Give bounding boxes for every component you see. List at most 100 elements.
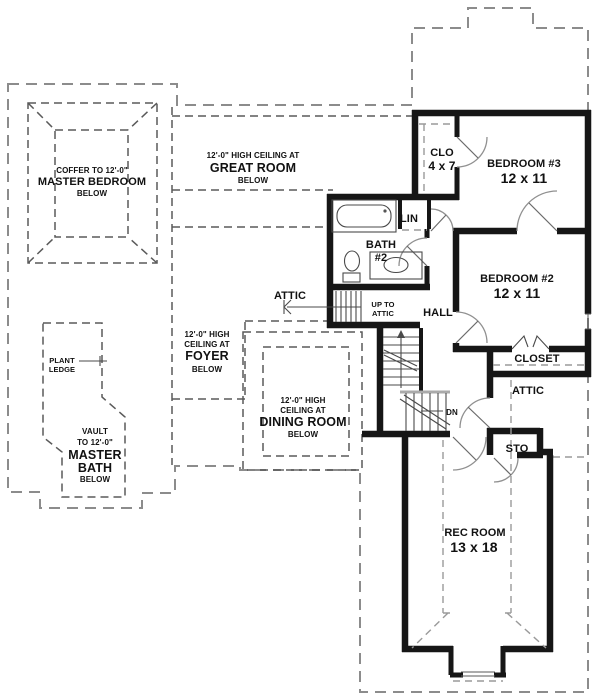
label-closet: CLOSET (514, 353, 559, 365)
doors (398, 136, 558, 483)
left-ceiling-lines (171, 107, 412, 465)
clo-shelf-lines (419, 123, 455, 194)
label-hall: HALL (423, 307, 453, 319)
label-rec-room-dim: 13 x 18 (450, 539, 498, 555)
label-up-to-attic-1: UP TO (371, 300, 394, 309)
rec-room-roof-lines (411, 380, 547, 649)
bath-fixtures (331, 199, 423, 283)
label-bedroom2-dim: 12 x 11 (494, 285, 541, 301)
plant-ledge-callout-line (79, 356, 107, 366)
label-clo: CLO (430, 147, 454, 159)
bedroom3-door (516, 190, 558, 232)
attic-stair-break-mark (283, 299, 292, 315)
toilet-tank (342, 272, 361, 283)
dn-lower-break-lines (399, 394, 451, 430)
label-dn: DN (446, 408, 458, 417)
closet-walls (486, 346, 591, 378)
tub-basin (336, 204, 392, 228)
coffer-corner-diagonals (27, 102, 158, 264)
label-great-room-below: BELOW (238, 176, 269, 185)
bedroom2-door (455, 311, 488, 344)
stairs-up-to-attic (283, 291, 362, 322)
coffer-inner-box (54, 129, 129, 238)
rec-room-door-leaf (452, 436, 477, 461)
label-foyer-note1: 12'-0" HIGH (184, 330, 229, 339)
hall-vestibule-door-arc (430, 208, 454, 232)
label-master-bedroom-below: BELOW (77, 189, 108, 198)
dn-upper-break-lines (383, 349, 418, 372)
attic-door-leaf (467, 406, 491, 429)
label-bedroom3: BEDROOM #3 (487, 158, 561, 170)
label-dining-note2: CEILING AT (280, 406, 325, 415)
label-bedroom2: BEDROOM #2 (480, 273, 554, 285)
storage-door-leaf (493, 457, 512, 476)
master-bath-outline (42, 322, 126, 498)
bedroom2-window (585, 313, 591, 330)
stairs-down (383, 330, 451, 431)
coffer-outer-box (27, 102, 158, 264)
label-master-bedroom-note: COFFER TO 12'-0" (56, 166, 128, 175)
vanity-counter (369, 251, 423, 280)
toilet-bowl (343, 250, 361, 272)
bedroom3-door-arc (516, 190, 558, 232)
closet-bifold-doors (511, 334, 550, 350)
great-room-foyer-outlines (171, 107, 412, 465)
rec-room-door-arc (452, 436, 487, 471)
interior-dashed-details (402, 123, 588, 649)
label-bedroom3-dim: 12 x 11 (501, 170, 548, 186)
vanity-sink (383, 256, 409, 274)
label-bath2-1: BATH (366, 239, 396, 251)
bedroom2-door-leaf (455, 320, 479, 344)
bath2-door-leaf (406, 245, 428, 267)
roof-perimeter-line (7, 7, 589, 693)
label-master-bath-vault: VAULT (82, 427, 108, 436)
tub-outline (331, 199, 397, 233)
label-attic-right: ATTIC (512, 385, 544, 397)
dn-direction-arrowhead (397, 330, 405, 338)
label-clo-dim: 4 x 7 (428, 159, 455, 173)
outer-roof-outline (7, 7, 589, 693)
label-master-bath-1: MASTER (68, 448, 121, 462)
label-master-bath-2: BATH (78, 461, 112, 475)
master-bedroom-coffer-outline (27, 102, 158, 264)
label-up-to-attic-2: ATTIC (372, 309, 395, 318)
label-master-bath-below: BELOW (80, 475, 111, 484)
label-bath2-2: #2 (375, 252, 387, 264)
linen-closet-walls (398, 197, 431, 229)
label-plant-ledge-2: LEDGE (49, 365, 75, 374)
storage-door (493, 457, 519, 483)
bedroom3-door-leaf (528, 202, 558, 232)
label-great-room: GREAT ROOM (210, 161, 296, 175)
label-master-bath-note: TO 12'-0" (77, 438, 113, 447)
hall-vestibule-door-leaf (430, 214, 447, 232)
label-rec-room: REC ROOM (444, 527, 505, 539)
label-plant-ledge-1: PLANT (49, 356, 75, 365)
clo-door-leaf (456, 136, 479, 159)
room-labels: COFFER TO 12'-0" MASTER BEDROOM BELOW 12… (38, 147, 561, 555)
label-dining-note1: 12'-0" HIGH (280, 396, 325, 405)
label-great-room-note: 12'-0" HIGH CEILING AT (207, 151, 300, 160)
walls (326, 109, 592, 678)
rec-room-window (461, 671, 495, 677)
hall-vestibule-door (430, 208, 454, 232)
bath2-door (398, 237, 428, 267)
master-bath-vault-line (42, 322, 126, 498)
attic-door (459, 397, 491, 429)
dining-outer-box (242, 331, 363, 471)
label-linen: LIN (400, 213, 418, 225)
label-attic-left: ATTIC (274, 290, 306, 302)
label-foyer-note2: CEILING AT (184, 340, 229, 349)
clo-door (456, 136, 488, 168)
clo-door-arc (456, 136, 488, 168)
windows (453, 313, 591, 682)
dining-inner-box (262, 346, 350, 457)
attic-door-arc (459, 397, 491, 429)
rec-room-door (452, 436, 487, 471)
label-dining-room: DINING ROOM (259, 415, 346, 429)
tub-drain (383, 209, 387, 213)
label-master-bedroom: MASTER BEDROOM (38, 176, 146, 188)
label-foyer-below: BELOW (192, 365, 223, 374)
label-foyer: FOYER (185, 349, 229, 363)
